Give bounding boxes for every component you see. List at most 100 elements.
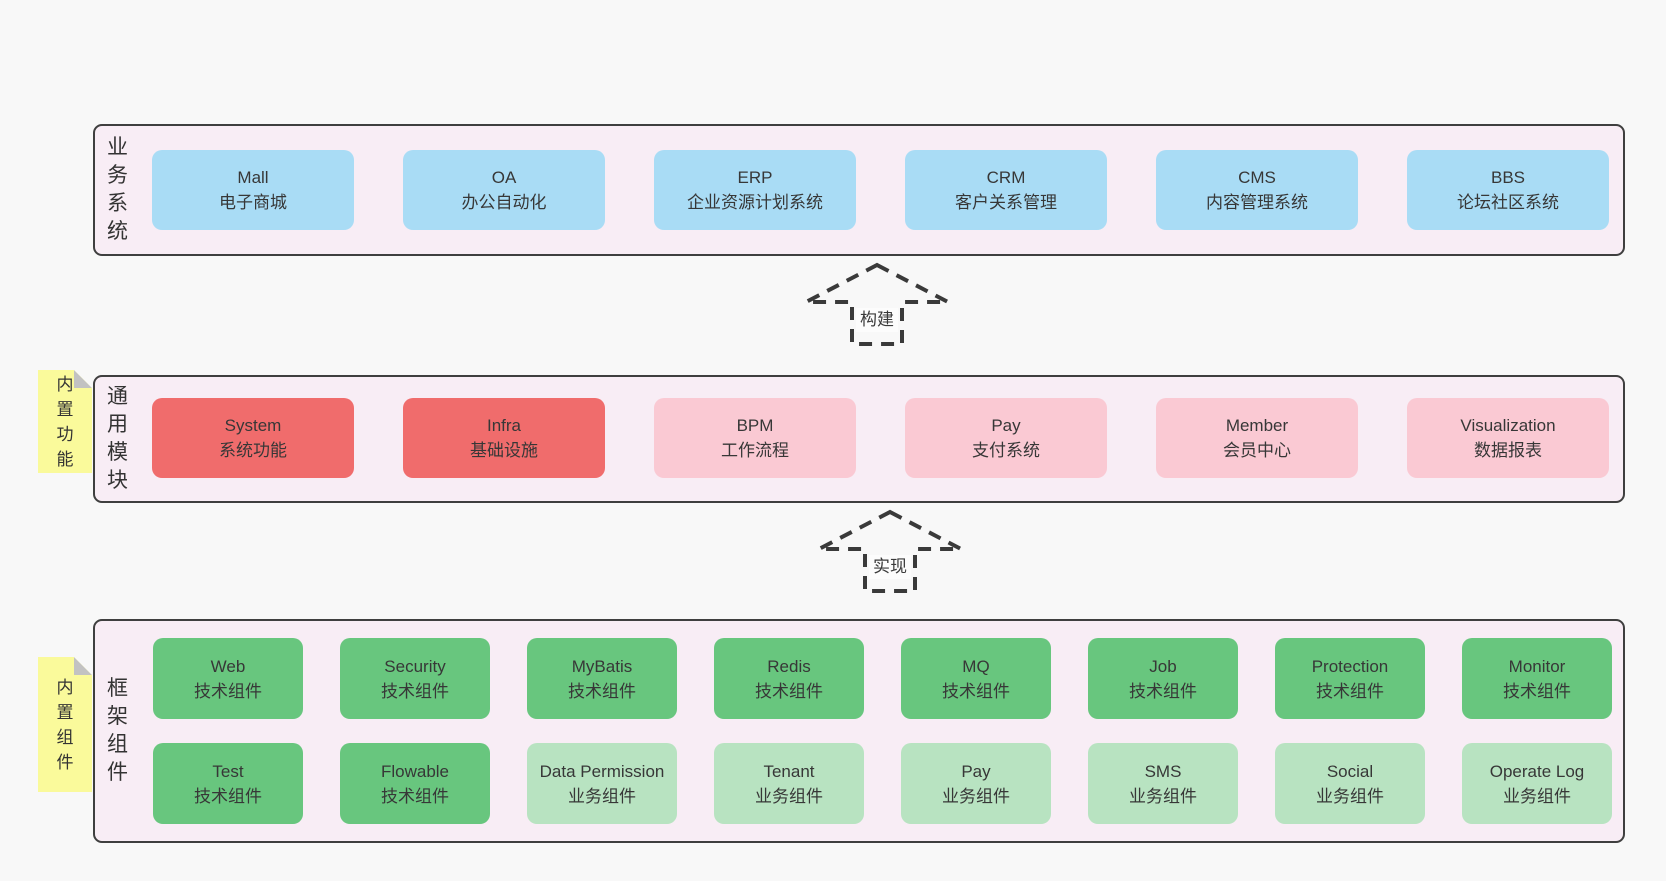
arrow-implement-label: 实现 [869,555,911,579]
box-data-permission: Data Permission 业务组件 [527,743,677,824]
box-bpm: BPM 工作流程 [654,398,856,478]
box-title: Monitor [1508,656,1566,676]
box-title: Visualization [1460,416,1556,435]
band-common-modules: 通用模块 System 系统功能 Infra 基础设施 BPM 工作流程 Pay… [93,375,1625,503]
box-web: Web 技术组件 [153,638,303,719]
box-title: Operate Log [1489,761,1585,781]
box-title: Security [384,656,446,676]
box-subtitle: 业务组件 [755,786,823,806]
box-subtitle: 工作流程 [721,441,789,460]
box-title: Member [1225,416,1289,435]
box-tenant: Tenant 业务组件 [714,743,864,824]
box-subtitle: 技术组件 [381,681,449,701]
box-title: Job [1149,656,1177,676]
sticky-note-text: 内置组件 [56,677,74,772]
box-subtitle: 技术组件 [1129,681,1197,701]
box-title: MyBatis [571,656,633,676]
box-mall: Mall 电子商城 [152,150,354,230]
box-title: Tenant [763,761,815,781]
arrow-build: 构建 [802,260,952,350]
box-title: Social [1326,761,1374,781]
box-sms: SMS 业务组件 [1088,743,1238,824]
box-crm: CRM 客户关系管理 [905,150,1107,230]
box-subtitle: 内容管理系统 [1206,193,1308,212]
box-title: CMS [1238,168,1276,187]
box-member: Member 会员中心 [1156,398,1358,478]
box-subtitle: 数据报表 [1474,441,1542,460]
box-title: Protection [1311,656,1389,676]
box-title: Test [212,761,244,781]
sticky-note-text: 内置功能 [56,374,74,469]
box-subtitle: 业务组件 [1316,786,1384,806]
box-subtitle: 技术组件 [755,681,823,701]
box-subtitle: 系统功能 [219,441,287,460]
box-title: BPM [736,416,774,435]
box-mq: MQ 技术组件 [901,638,1051,719]
box-title: CRM [986,168,1026,187]
box-title: ERP [737,168,773,187]
box-subtitle: 技术组件 [381,786,449,806]
band-business-systems: 业务系统 Mall 电子商城 OA 办公自动化 ERP 企业资源计划系统 CRM… [93,124,1625,256]
business-systems-row: Mall 电子商城 OA 办公自动化 ERP 企业资源计划系统 CRM 客户关系… [152,150,1609,230]
box-subtitle: 技术组件 [568,681,636,701]
box-subtitle: 企业资源计划系统 [687,193,823,212]
box-title: Pay [991,416,1021,435]
framework-row-1: Web 技术组件 Security 技术组件 MyBatis 技术组件 Redi… [153,638,1612,719]
box-infra: Infra 基础设施 [403,398,605,478]
box-title: BBS [1490,168,1526,187]
box-subtitle: 技术组件 [1316,681,1384,701]
box-title: System [224,416,282,435]
sticky-note-builtin-components: 内置组件 [38,657,92,792]
box-title: SMS [1144,761,1182,781]
arrow-implement: 实现 [815,507,965,597]
box-title: Pay [961,761,991,781]
box-erp: ERP 企业资源计划系统 [654,150,856,230]
box-pay: Pay 支付系统 [905,398,1107,478]
framework-components-rows: Web 技术组件 Security 技术组件 MyBatis 技术组件 Redi… [153,638,1612,824]
box-title: MQ [962,656,990,676]
box-subtitle: 业务组件 [1503,786,1571,806]
box-bbs: BBS 论坛社区系统 [1407,150,1609,230]
box-subtitle: 业务组件 [568,786,636,806]
band-business-systems-label: 业务系统 [107,136,128,243]
box-subtitle: 论坛社区系统 [1457,193,1559,212]
folded-corner-icon [74,657,92,675]
arrow-build-label: 构建 [856,308,898,332]
box-subtitle: 业务组件 [1129,786,1197,806]
box-system: System 系统功能 [152,398,354,478]
box-title: Data Permission [539,761,665,781]
box-subtitle: 办公自动化 [461,193,547,212]
box-subtitle: 技术组件 [942,681,1010,701]
box-social: Social 业务组件 [1275,743,1425,824]
box-mybatis: MyBatis 技术组件 [527,638,677,719]
band-common-modules-label: 通用模块 [107,385,128,492]
box-subtitle: 会员中心 [1223,441,1291,460]
box-subtitle: 技术组件 [194,786,262,806]
box-subtitle: 业务组件 [942,786,1010,806]
box-pay-business: Pay 业务组件 [901,743,1051,824]
framework-row-2: Test 技术组件 Flowable 技术组件 Data Permission … [153,743,1612,824]
box-monitor: Monitor 技术组件 [1462,638,1612,719]
box-security: Security 技术组件 [340,638,490,719]
box-title: Web [210,656,246,676]
folded-corner-icon [74,370,92,388]
common-modules-row: System 系统功能 Infra 基础设施 BPM 工作流程 Pay 支付系统… [152,398,1609,478]
sticky-note-builtin-functions: 内置功能 [38,370,92,473]
box-subtitle: 支付系统 [972,441,1040,460]
box-flowable: Flowable 技术组件 [340,743,490,824]
box-visualization: Visualization 数据报表 [1407,398,1609,478]
box-title: Flowable [380,761,450,781]
box-redis: Redis 技术组件 [714,638,864,719]
box-subtitle: 电子商城 [219,193,287,212]
box-operate-log: Operate Log 业务组件 [1462,743,1612,824]
band-framework-components: 框架组件 Web 技术组件 Security 技术组件 MyBatis 技术组件… [93,619,1625,843]
box-title: Mall [237,168,269,187]
up-arrow-icon [805,262,949,346]
up-arrow-icon [818,509,962,593]
box-title: Infra [486,416,522,435]
box-subtitle: 客户关系管理 [955,193,1057,212]
box-test: Test 技术组件 [153,743,303,824]
box-subtitle: 技术组件 [1503,681,1571,701]
box-title: Redis [767,656,811,676]
